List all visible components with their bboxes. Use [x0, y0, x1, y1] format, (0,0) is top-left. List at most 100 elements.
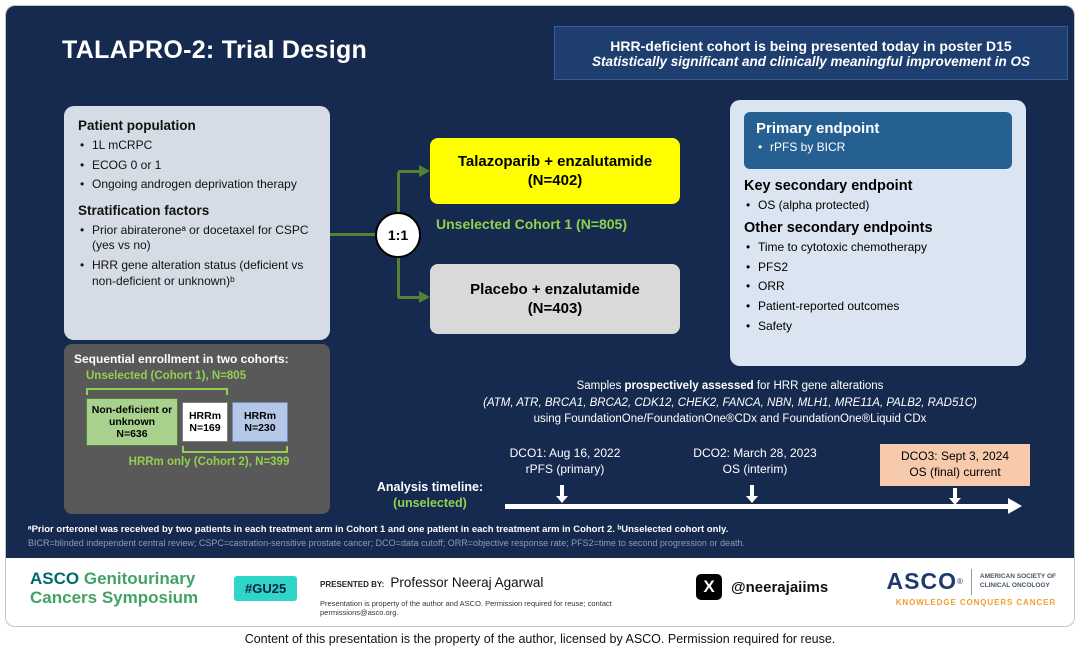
analysis-timeline-label: Analysis timeline: (unselected) — [358, 480, 502, 511]
footer-bar: ASCO Genitourinary Cancers Symposium #GU… — [6, 558, 1074, 624]
enrollment-box-n: N=230 — [244, 422, 276, 434]
arrowhead-arm2-icon — [419, 290, 430, 303]
content-notice: Content of this presentation is the prop… — [244, 632, 836, 646]
highlight-banner: HRR-deficient cohort is being presented … — [554, 26, 1068, 80]
down-arrow-icon — [556, 496, 568, 503]
other-secondary-heading: Other secondary endpoints — [744, 220, 933, 237]
primary-endpoint-heading: Primary endpoint — [756, 120, 880, 137]
other-secondary-list: Time to cytotoxic chemotherapy PFS2 ORR … — [744, 240, 1012, 334]
asco-society-line-1: AMERICAN SOCIETY OF — [979, 573, 1056, 581]
randomization-ratio: 1:1 — [387, 227, 409, 243]
asco-logo-row: ASCO ® AMERICAN SOCIETY OF CLINICAL ONCO… — [887, 568, 1056, 595]
stratification-heading: Stratification factors — [78, 202, 210, 218]
bullet-item: ORR — [744, 279, 1012, 295]
dco2-label: DCO2: March 28, 2023 OS (interim) — [670, 446, 840, 477]
arm-n: (N=402) — [527, 172, 583, 189]
bullet-item: ECOG 0 or 1 — [78, 158, 316, 174]
arm-name: Placebo + enzalutamide — [470, 280, 640, 298]
asco-society-line-2: CLINICAL ONCOLOGY — [979, 581, 1050, 589]
cohort1-bracket — [86, 388, 228, 395]
asco-registered-mark: ® — [957, 577, 963, 586]
social-handle-block: X @neerajaiims — [696, 574, 828, 600]
enrollment-box-nondeficient: Non-deficient or unknown N=636 — [86, 398, 178, 446]
presented-by-row: PRESENTED BY: Professor Neeraj Agarwal — [320, 574, 680, 592]
enrollment-box-n: N=636 — [116, 428, 148, 441]
samples-note: Samples prospectively assessed for HRR g… — [430, 378, 1030, 428]
asco-divider — [970, 568, 972, 595]
gu-logo-line-1: ASCO Genitourinary — [30, 569, 198, 589]
connector-line-to-arm2 — [398, 296, 422, 299]
primary-endpoint-box: Primary endpoint rPFS by BICR — [744, 112, 1012, 169]
stratification-list: Prior abirateroneᵃ or docetaxel for CSPC… — [78, 223, 316, 289]
key-secondary-heading: Key secondary endpoint — [744, 177, 913, 194]
samples-line-1: Samples prospectively assessed for HRR g… — [430, 378, 1030, 395]
samples-gene-list: (ATM, ATR, BRCA1, BRCA2, CDK12, CHEK2, F… — [483, 396, 977, 409]
bullet-item: Prior abirateroneᵃ or docetaxel for CSPC… — [78, 223, 316, 254]
banner-line-1: HRR-deficient cohort is being presented … — [610, 37, 1012, 54]
asco-logo-block: ASCO ® AMERICAN SOCIETY OF CLINICAL ONCO… — [887, 568, 1056, 607]
bullet-item: 1L mCRPC — [78, 138, 316, 154]
samples-text: Samples — [576, 380, 625, 392]
patient-population-list: 1L mCRPC ECOG 0 or 1 Ongoing androgen de… — [78, 138, 316, 193]
endpoints-panel: Primary endpoint rPFS by BICR Key second… — [730, 100, 1026, 366]
arm-talazoparib-box: Talazoparib + enzalutamide (N=402) — [430, 138, 680, 204]
slide-frame: TALAPRO-2: Trial Design HRR-deficient co… — [5, 5, 1075, 627]
patient-population-panel: Patient population 1L mCRPC ECOG 0 or 1 … — [64, 106, 330, 340]
gu-logo-asco: ASCO — [30, 569, 80, 588]
x-twitter-icon: X — [696, 574, 722, 600]
presenter-name: Professor Neeraj Agarwal — [390, 575, 544, 590]
presented-by-label: PRESENTED BY: — [320, 580, 385, 589]
dco3-box: DCO3: Sept 3, 2024 OS (final) current — [880, 444, 1030, 486]
enrollment-box-label: HRRm — [243, 409, 277, 422]
unselected-cohort-label: Unselected Cohort 1 (N=805) — [436, 216, 627, 232]
asco-logo: ASCO — [886, 568, 957, 594]
down-arrow-icon — [560, 485, 564, 496]
enrollment-box-n: N=169 — [189, 422, 221, 434]
gu-logo-genitourinary: Genitourinary — [79, 569, 196, 588]
gu-logo-line-2: Cancers Symposium — [30, 587, 199, 607]
bullet-item: OS (alpha protected) — [744, 198, 1012, 214]
dco3-date: DCO3: Sept 3, 2024 — [900, 449, 1010, 464]
bullet-item: Safety — [744, 319, 1012, 335]
slide-background: TALAPRO-2: Trial Design HRR-deficient co… — [6, 6, 1074, 558]
analysis-timeline-text: Analysis timeline: — [376, 480, 484, 494]
footnote-line-1: ᵃPrior orteronel was received by two pat… — [28, 524, 729, 535]
randomization-ratio-circle: 1:1 — [375, 212, 421, 258]
asco-tagline: KNOWLEDGE CONQUERS CANCER — [895, 598, 1056, 607]
bullet-item: HRR gene alteration status (deficient vs… — [78, 258, 316, 289]
analysis-timeline-unselected: (unselected) — [393, 495, 467, 510]
cohort2-bracket-label: HRRm only (Cohort 2), N=399 — [128, 456, 290, 468]
permission-note: Presentation is property of the author a… — [320, 599, 612, 617]
bullet-item: rPFS by BICR — [756, 140, 1000, 156]
bullet-item: Ongoing androgen deprivation therapy — [78, 177, 316, 193]
samples-text: for HRR gene alterations — [753, 380, 884, 392]
dco2-endpoint: OS (interim) — [722, 461, 788, 476]
connector-line-horizontal — [330, 233, 376, 236]
primary-endpoint-list: rPFS by BICR — [756, 140, 1000, 156]
timeline-arrowhead-icon — [1008, 498, 1022, 514]
cohort2-bracket — [182, 446, 288, 453]
gu-symposium-logo: ASCO Genitourinary Cancers Symposium — [30, 569, 199, 607]
enrollment-box-hrrm-169: HRRm N=169 — [182, 402, 228, 442]
arrowhead-arm1-icon — [419, 164, 430, 177]
cohort1-bracket-label: Unselected (Cohort 1), N=805 — [86, 370, 247, 382]
connector-line-to-arm1 — [398, 170, 422, 173]
banner-line-2: Statistically significant and clinically… — [591, 53, 1031, 69]
enrollment-box-hrrm-230: HRRm N=230 — [232, 402, 288, 442]
down-arrow-icon — [746, 496, 758, 503]
dco2-date: DCO2: March 28, 2023 — [693, 446, 817, 460]
bullet-item: Time to cytotoxic chemotherapy — [744, 240, 1012, 256]
timeline-bar — [505, 504, 1010, 509]
down-arrow-icon — [949, 498, 961, 505]
enrollment-heading: Sequential enrollment in two cohorts: — [74, 352, 289, 366]
down-arrow-icon — [750, 485, 754, 496]
dco3-endpoint: OS (final) current — [909, 465, 1001, 479]
dco1-endpoint: rPFS (primary) — [525, 461, 605, 476]
arm-n: (N=403) — [527, 300, 583, 317]
patient-population-heading: Patient population — [78, 118, 196, 133]
footnote-line-2: BICR=blinded independent central review;… — [28, 538, 745, 548]
enrollment-panel: Sequential enrollment in two cohorts: Un… — [64, 344, 330, 514]
key-secondary-list: OS (alpha protected) — [744, 198, 1012, 214]
asco-society-text: AMERICAN SOCIETY OF CLINICAL ONCOLOGY — [980, 573, 1056, 590]
samples-line-3: using FoundationOne/FoundationOne®CDx an… — [533, 413, 927, 426]
